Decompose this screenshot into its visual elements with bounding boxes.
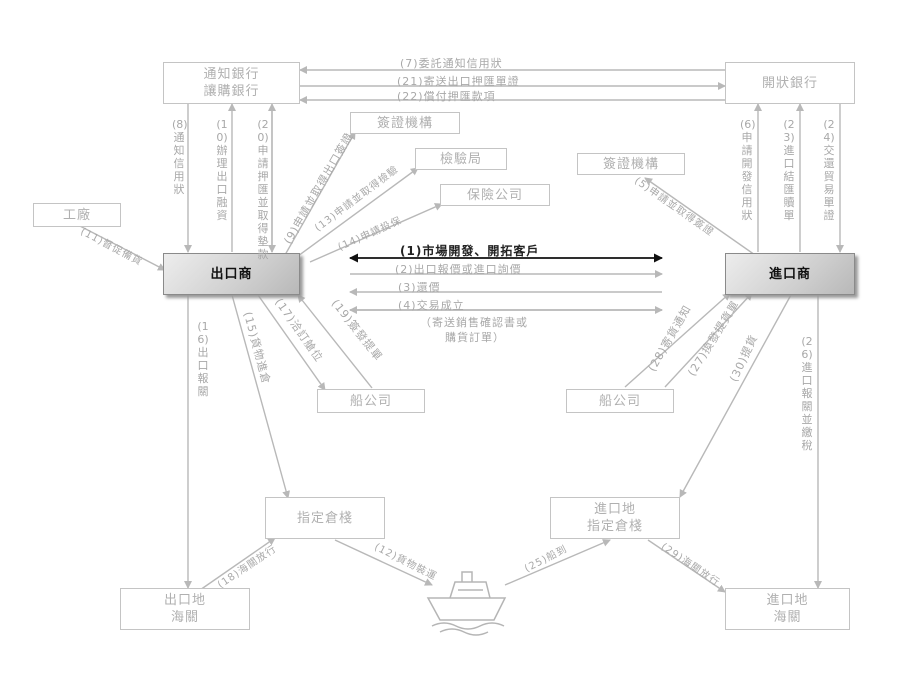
visa-agency-right-label: 簽證機構 bbox=[602, 156, 659, 172]
import-customs-label-2: 海關 bbox=[773, 610, 802, 625]
label-s21: (21)寄送出口押匯單證 bbox=[397, 75, 520, 88]
label-s26: (26)進口報關並繳稅 bbox=[801, 335, 813, 452]
shipping-company-right-label: 船公司 bbox=[598, 393, 641, 409]
arrow-s30 bbox=[679, 292, 793, 498]
arrow-s19 bbox=[297, 294, 373, 389]
export-customs-node: 出口地 海關 bbox=[120, 588, 250, 630]
shipping-company-right-node: 船公司 bbox=[566, 389, 674, 413]
arrow-s18 bbox=[199, 537, 276, 591]
factory-node: 工廠 bbox=[33, 203, 121, 227]
visa-agency-right-node: 簽證機構 bbox=[577, 153, 685, 175]
inspection-bureau-node: 檢驗局 bbox=[415, 148, 507, 170]
designated-warehouse-left-node: 指定倉棧 bbox=[265, 497, 385, 539]
issuing-bank-label: 開狀銀行 bbox=[761, 75, 818, 91]
ship-icon bbox=[426, 571, 507, 636]
arrow-s27 bbox=[664, 292, 753, 388]
label-s7: (7)委託通知信用狀 bbox=[400, 57, 503, 70]
exporter-label: 出口商 bbox=[210, 266, 253, 282]
label-s1: (1)市場開發、開拓客戶 bbox=[400, 244, 540, 258]
label-s4-note2: 購貨訂單） bbox=[445, 331, 505, 344]
export-customs-label-1: 出口地 bbox=[163, 593, 206, 608]
visa-agency-left-node: 簽證機構 bbox=[350, 112, 460, 134]
exporter-node: 出口商 bbox=[163, 253, 300, 295]
issuing-bank-node: 開狀銀行 bbox=[725, 62, 855, 104]
importer-node: 進口商 bbox=[725, 253, 855, 295]
label-s20: (20)申請押匯並取得墊款 bbox=[257, 118, 269, 261]
arrow-s11 bbox=[77, 224, 166, 271]
export-customs-label-2: 海關 bbox=[170, 610, 199, 625]
designated-warehouse-left-label: 指定倉棧 bbox=[296, 510, 353, 526]
import-customs-node: 進口地 海關 bbox=[725, 588, 850, 630]
advising-bank-label-2: 讓購銀行 bbox=[203, 84, 260, 99]
label-s22: (22)償付押匯款項 bbox=[397, 90, 496, 103]
label-s3: (3)還價 bbox=[398, 281, 441, 294]
arrow-s13 bbox=[297, 167, 419, 257]
inspection-bureau-label: 檢驗局 bbox=[439, 151, 482, 167]
visa-agency-left-label: 簽證機構 bbox=[376, 115, 433, 131]
factory-label: 工廠 bbox=[62, 207, 91, 223]
designated-warehouse-right-label-1: 進口地 bbox=[593, 502, 636, 517]
label-s16: (16)出口報關 bbox=[197, 320, 209, 398]
advising-bank-node: 通知銀行 讓購銀行 bbox=[163, 62, 300, 104]
designated-warehouse-right-label-2: 指定倉棧 bbox=[586, 519, 643, 534]
advising-bank-label-1: 通知銀行 bbox=[203, 67, 260, 82]
arrow-s15 bbox=[231, 294, 290, 499]
arrow-s25 bbox=[504, 539, 611, 586]
shipping-company-left-label: 船公司 bbox=[349, 393, 392, 409]
label-s2: (2)出口報價或進口詢價 bbox=[395, 263, 522, 276]
insurance-company-node: 保險公司 bbox=[440, 184, 550, 206]
arrow-s29 bbox=[647, 539, 726, 593]
insurance-company-label: 保險公司 bbox=[466, 187, 523, 203]
designated-warehouse-right-node: 進口地 指定倉棧 bbox=[550, 497, 680, 539]
arrow-s14 bbox=[309, 203, 443, 263]
label-s23: (23)進口結匯贖單 bbox=[783, 118, 795, 222]
label-s4: (4)交易成立 bbox=[398, 299, 465, 312]
arrow-s17 bbox=[257, 294, 326, 391]
label-s6: (6)申請開發信用狀 bbox=[740, 118, 756, 222]
shipping-company-left-node: 船公司 bbox=[317, 389, 425, 413]
label-s4-note1: （寄送銷售確認書或 bbox=[420, 316, 528, 329]
import-customs-label-1: 進口地 bbox=[766, 593, 809, 608]
arrow-s5 bbox=[644, 177, 756, 256]
arrow-s28 bbox=[624, 292, 731, 388]
importer-label: 進口商 bbox=[768, 266, 811, 282]
arrow-s12 bbox=[334, 539, 433, 586]
label-s10: (10)辦理出口融資 bbox=[216, 118, 228, 222]
label-s24: (24)交還貿易單證 bbox=[823, 118, 835, 222]
label-s8: (8)通知信用狀 bbox=[172, 118, 188, 196]
arrow-s9 bbox=[284, 131, 356, 256]
